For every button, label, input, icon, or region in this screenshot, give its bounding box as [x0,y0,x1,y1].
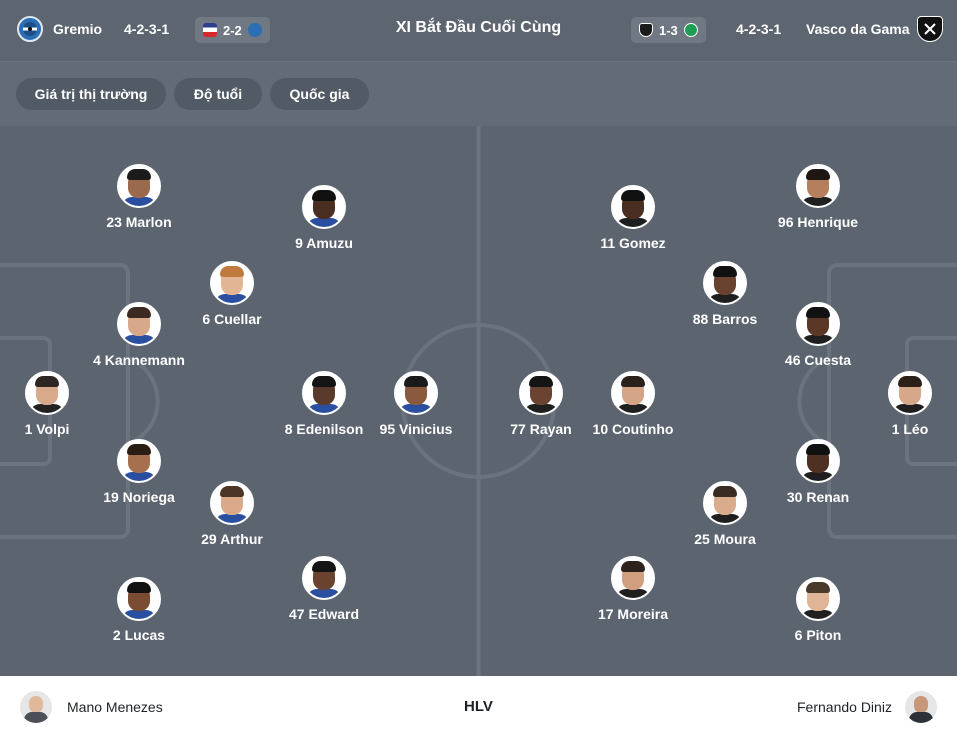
player-name: 23 Marlon [106,214,172,230]
home-player[interactable]: 9 Amuzu [264,185,384,251]
player-avatar[interactable] [117,577,161,621]
filter-bar: Giá trị thị trường Độ tuổi Quốc gia [0,62,957,126]
away-player[interactable]: 1 Léo [850,371,957,437]
player-name: 11 Gomez [600,235,666,251]
home-player[interactable]: 4 Kannemann [79,302,199,368]
away-formation: 4-2-3-1 [736,21,782,37]
player-avatar[interactable] [796,439,840,483]
away-player[interactable]: 96 Henrique [758,164,878,230]
juventude-logo-icon [683,23,698,37]
gremio-small-logo-icon [247,23,262,37]
home-team-name[interactable]: Gremio [53,21,103,37]
away-player[interactable]: 10 Coutinho [573,371,693,437]
player-avatar[interactable] [117,439,161,483]
home-formation: 4-2-3-1 [124,21,170,37]
player-name: 46 Cuesta [784,352,852,368]
home-player[interactable]: 29 Arthur [172,481,292,547]
player-avatar[interactable] [25,371,69,415]
filter-nationality-button[interactable]: Quốc gia [270,78,369,110]
away-player[interactable]: 25 Moura [665,481,785,547]
player-name: 9 Amuzu [295,235,353,251]
away-player[interactable]: 30 Renan [758,439,878,505]
away-player[interactable]: 6 Piton [758,577,878,643]
player-avatar[interactable] [796,164,840,208]
player-name: 2 Lucas [112,627,166,643]
home-last-match-pill[interactable]: 2-2 [195,17,270,43]
home-player[interactable]: 95 Vinicius [356,371,476,437]
player-name: 1 Volpi [24,421,70,437]
filter-market-value-button[interactable]: Giá trị thị trường [16,78,166,110]
home-player[interactable]: 23 Marlon [79,164,199,230]
player-avatar[interactable] [519,371,563,415]
player-avatar[interactable] [302,371,346,415]
home-player[interactable]: 47 Edward [264,556,384,622]
player-avatar[interactable] [611,556,655,600]
page-title: XI Bắt Đầu Cuối Cùng [395,19,562,36]
player-avatar[interactable] [611,371,655,415]
player-name: 77 Rayan [510,421,572,437]
player-avatar[interactable] [611,185,655,229]
player-name: 19 Noriega [103,489,175,505]
coach-label: HLV [464,698,493,715]
home-player[interactable]: 1 Volpi [0,371,107,437]
player-name: 4 Kannemann [93,352,185,368]
player-avatar[interactable] [210,481,254,525]
home-player[interactable]: 8 Edenilson [264,371,384,437]
player-name: 95 Vinicius [379,421,453,437]
home-player[interactable]: 19 Noriega [79,439,199,505]
home-coach-avatar[interactable] [20,691,52,723]
player-name: 47 Edward [288,606,360,622]
vasco-logo-icon [917,16,943,42]
player-name: 29 Arthur [201,531,263,547]
home-player[interactable]: 2 Lucas [79,577,199,643]
home-coach-name[interactable]: Mano Menezes [67,699,163,715]
away-team-name[interactable]: Vasco da Gama [806,21,910,37]
lineup-header: Gremio 4-2-3-1 2-2 XI Bắt Đầu Cuối Cùng … [0,0,957,62]
player-name: 8 Edenilson [284,421,364,437]
away-last-score: 1-3 [659,22,678,38]
home-player[interactable]: 6 Cuellar [172,261,292,327]
away-coach-name[interactable]: Fernando Diniz [797,699,892,715]
player-avatar[interactable] [302,556,346,600]
away-last-match-pill[interactable]: 1-3 [631,17,706,43]
player-name: 1 Léo [891,421,929,437]
player-avatar[interactable] [302,185,346,229]
vasco-small-logo-icon [639,23,653,37]
player-avatar[interactable] [888,371,932,415]
away-coach-avatar[interactable] [905,691,937,723]
player-name: 88 Barros [692,311,758,327]
player-name: 96 Henrique [777,214,859,230]
home-last-score: 2-2 [223,22,242,38]
player-avatar[interactable] [117,164,161,208]
filter-age-button[interactable]: Độ tuổi [174,78,262,110]
away-player[interactable]: 77 Rayan [481,371,601,437]
away-player[interactable]: 17 Moreira [573,556,693,622]
player-name: 10 Coutinho [592,421,674,437]
player-avatar[interactable] [394,371,438,415]
player-avatar[interactable] [117,302,161,346]
player-avatar[interactable] [796,302,840,346]
gremio-logo-icon [17,16,43,42]
player-avatar[interactable] [796,577,840,621]
player-avatar[interactable] [703,481,747,525]
away-player[interactable]: 46 Cuesta [758,302,878,368]
player-name: 17 Moreira [597,606,669,622]
away-player[interactable]: 88 Barros [665,261,785,327]
player-avatar[interactable] [210,261,254,305]
coaches-bar: Mano Menezes HLV Fernando Diniz [0,676,957,739]
player-name: 30 Renan [786,489,850,505]
player-name: 6 Piton [794,627,842,643]
player-name: 25 Moura [694,531,756,547]
player-avatar[interactable] [703,261,747,305]
player-name: 6 Cuellar [202,311,262,327]
away-player[interactable]: 11 Gomez [573,185,693,251]
fortaleza-logo-icon [203,23,217,37]
football-pitch: 23 Marlon 9 Amuzu 6 Cuellar 4 Kannemann 1 Vo… [0,126,957,676]
